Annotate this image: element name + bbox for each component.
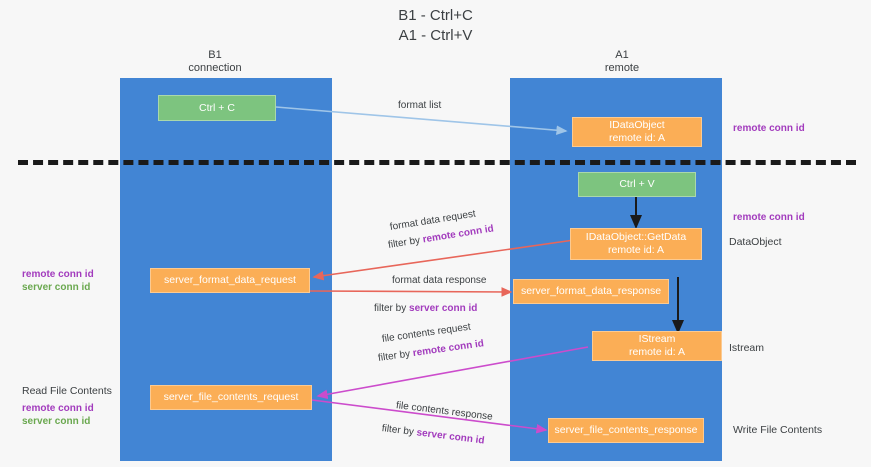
- column-header-b1: B1 connection: [155, 49, 275, 75]
- column-header-b1-sub: connection: [188, 62, 242, 74]
- label-istream: Istream: [729, 342, 765, 354]
- label-dataobject: DataObject: [729, 236, 782, 248]
- filter-prefix-4: filter by: [381, 423, 418, 439]
- section-divider: [18, 160, 856, 165]
- filter-tag-server-1: server conn id: [409, 303, 478, 314]
- label-remote-conn-id-left-2: remote conn id: [22, 403, 94, 414]
- box-server-format-data-response[interactable]: server_format_data_response: [513, 279, 669, 304]
- box-getdata-line2: remote id: A: [607, 244, 665, 256]
- arrow-file-contents-response: [311, 399, 548, 434]
- column-header-b1-name: B1: [208, 49, 222, 61]
- box-ctrl-v-label: Ctrl + V: [619, 178, 655, 190]
- title-line-1: B1 - Ctrl+C: [398, 7, 473, 24]
- filter-prefix-2: filter by: [374, 303, 410, 314]
- box-ctrl-v[interactable]: Ctrl + V: [578, 172, 696, 197]
- page-title: B1 - Ctrl+C A1 - Ctrl+V: [0, 6, 871, 46]
- arrow-format-list: [275, 106, 568, 135]
- box-idataobject-line1: IDataObject: [609, 119, 665, 131]
- label-remote-conn-id-mid: remote conn id: [733, 212, 805, 223]
- label-format-data-response: format data response: [392, 275, 487, 286]
- box-istream[interactable]: IStream remote id: A: [592, 331, 722, 361]
- box-server-file-contents-response[interactable]: server_file_contents_response: [548, 418, 704, 443]
- box-ctrl-c-label: Ctrl + C: [199, 101, 235, 114]
- box-idataobject-line2: remote id: A: [608, 132, 666, 144]
- box-istream-line2: remote id: A: [628, 346, 686, 358]
- arrow-file-contents-request: [316, 346, 589, 400]
- box-server-format-data-request[interactable]: server_format_data_request: [150, 268, 310, 293]
- title-line-2: A1 - Ctrl+V: [398, 27, 473, 44]
- label-server-conn-id-left: server conn id: [22, 282, 91, 293]
- box-server-format-data-request-label: server_format_data_request: [164, 274, 296, 286]
- left-labels-bottom: remote conn id server conn id: [22, 403, 94, 427]
- column-header-a1: A1 remote: [562, 49, 682, 75]
- label-format-list: format list: [398, 100, 442, 111]
- box-server-file-contents-request-label: server_file_contents_request: [163, 391, 299, 403]
- box-server-file-contents-response-label: server_file_contents_response: [554, 424, 698, 436]
- box-server-file-contents-request[interactable]: server_file_contents_request: [150, 385, 312, 410]
- arrow-format-data-request: [312, 239, 575, 281]
- label-format-data-response-filter: filter by server conn id: [374, 298, 477, 316]
- box-istream-line1: IStream: [638, 333, 676, 345]
- label-remote-conn-id-left: remote conn id: [22, 269, 94, 280]
- box-idataobject-getdata[interactable]: IDataObject::GetData remote id: A: [570, 228, 702, 260]
- label-read-file-contents: Read File Contents: [22, 385, 112, 397]
- label-remote-conn-id-top: remote conn id: [733, 123, 805, 134]
- filter-prefix-3: filter by: [377, 348, 414, 364]
- column-header-a1-sub: remote: [604, 62, 640, 74]
- box-ctrl-c[interactable]: Ctrl + C: [158, 95, 276, 121]
- column-header-a1-name: A1: [615, 49, 629, 61]
- label-write-file-contents: Write File Contents: [733, 424, 823, 436]
- arrow-format-data-response: [309, 287, 513, 297]
- box-server-format-data-response-label: server_format_data_response: [520, 285, 662, 297]
- box-getdata-line1: IDataObject::GetData: [585, 231, 687, 243]
- left-labels-middle: remote conn id server conn id: [22, 269, 94, 293]
- box-idataobject[interactable]: IDataObject remote id: A: [572, 117, 702, 147]
- label-server-conn-id-left-2: server conn id: [22, 416, 91, 427]
